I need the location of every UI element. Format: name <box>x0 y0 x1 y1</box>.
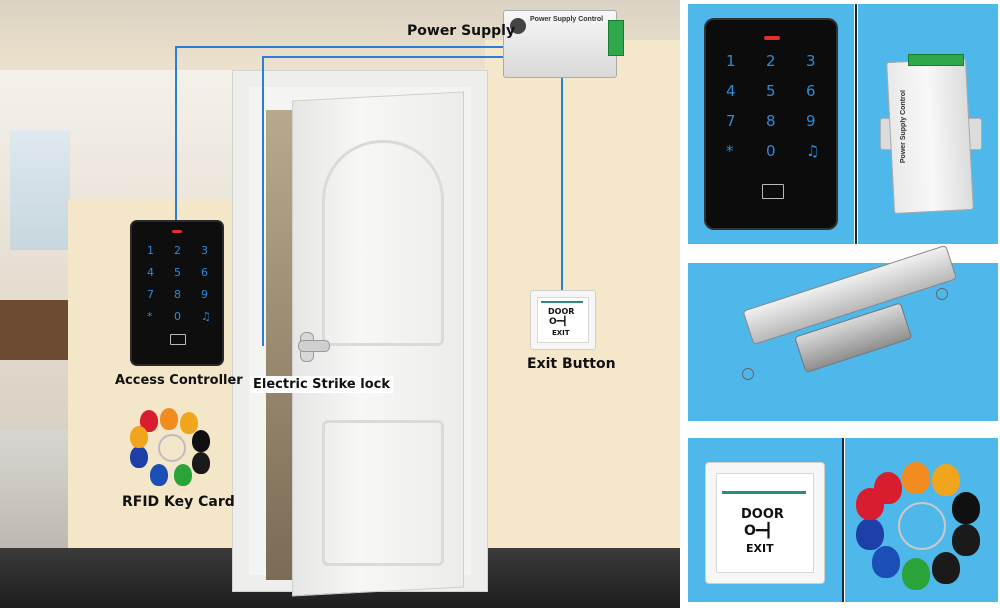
keypad-key: 5 <box>766 82 776 100</box>
rfid-fob <box>952 524 980 556</box>
keypad-key: 6 <box>201 266 208 279</box>
rfid-fob <box>932 552 960 584</box>
keypad-key: 0 <box>766 142 776 160</box>
label-power-supply: Power Supply <box>407 23 516 39</box>
card-reader-icon <box>762 184 784 199</box>
label-exit-button: Exit Button <box>527 356 616 372</box>
exit-button-face <box>537 297 589 343</box>
keypad-key: 5 <box>174 266 181 279</box>
strike-screw-hole <box>742 368 754 380</box>
door-panel-top <box>322 140 444 346</box>
keypad-key: 9 <box>201 288 208 301</box>
rfid-fob <box>952 492 980 524</box>
keypad-key: 8 <box>766 112 776 130</box>
keypad-key: 4 <box>726 82 736 100</box>
keypad-key: 4 <box>147 266 154 279</box>
rfid-fob <box>180 412 198 434</box>
access-controller-keypad: 1 2 3 4 5 6 7 8 9 * 0 ♫ <box>132 222 222 364</box>
office-desk <box>0 300 80 360</box>
label-access-controller: Access Controller <box>115 373 243 388</box>
rfid-fob <box>932 464 960 496</box>
wire-psu-top <box>175 46 505 48</box>
office-window <box>10 130 70 250</box>
keypad-product-photo: 1 2 3 4 5 6 7 8 9 * 0 ♫ <box>706 20 836 228</box>
exit-button-indicator <box>722 491 806 494</box>
wire-exit-drop <box>561 76 563 290</box>
keypad-key: 6 <box>806 82 816 100</box>
keypad-key: ♫ <box>201 310 211 323</box>
rfid-fob <box>140 410 158 432</box>
door-handle <box>298 340 330 352</box>
label-rfid-key-card: RFID Key Card <box>122 494 235 510</box>
rfid-fob <box>160 408 178 430</box>
exit-plate-door-text: DOOR <box>741 507 784 522</box>
rfid-fob-cluster <box>126 408 214 488</box>
rfid-fob <box>902 462 930 494</box>
panel-divider <box>842 438 844 602</box>
rfid-fob <box>174 464 192 486</box>
keypad-key: * <box>147 310 153 323</box>
keypad-key: 8 <box>174 288 181 301</box>
label-electric-strike-lock: Electric Strike lock <box>250 376 393 393</box>
keypad-key: 2 <box>766 52 776 70</box>
exit-plate-exit-text: EXIT <box>746 542 774 555</box>
keypad-key: 1 <box>726 52 736 70</box>
exit-plate-exit-text: EXIT <box>552 329 570 337</box>
keyring <box>898 502 946 550</box>
rfid-fob <box>192 430 210 452</box>
wire-lock-top <box>262 56 505 58</box>
psu-logo <box>510 18 526 34</box>
rfid-fob-cluster <box>852 458 990 596</box>
psu-title: Power Supply Control <box>900 90 907 164</box>
strike-screw-hole <box>936 288 948 300</box>
rfid-fob <box>130 426 148 448</box>
psu-terminal-block <box>908 54 964 66</box>
rfid-fob <box>856 518 884 550</box>
keypad-key: 9 <box>806 112 816 130</box>
psu-title: Power Supply Control <box>530 16 604 23</box>
keypad-key: 1 <box>147 244 154 257</box>
rfid-fob <box>902 558 930 590</box>
keyring <box>158 434 186 462</box>
rfid-fob <box>856 488 884 520</box>
wire-lock-drop <box>262 56 264 346</box>
keypad-key: * <box>726 142 734 160</box>
panel-divider <box>855 4 857 244</box>
psu-terminal-block <box>608 20 624 56</box>
rfid-fob <box>872 546 900 578</box>
keypad-key: 0 <box>174 310 181 323</box>
keypad-key: 3 <box>806 52 816 70</box>
keypad-led <box>764 36 780 40</box>
rfid-fob <box>192 452 210 474</box>
keypad-led <box>172 230 182 233</box>
keypad-key: 3 <box>201 244 208 257</box>
keypad-key: 7 <box>147 288 154 301</box>
exit-plate-key-glyph: O━┫ <box>549 317 568 327</box>
keypad-key: 2 <box>174 244 181 257</box>
exit-button-face <box>716 473 814 573</box>
wire-controller-drop <box>175 46 177 224</box>
exit-plate-key-glyph: O━┫ <box>744 523 773 539</box>
exit-button-indicator <box>541 301 583 303</box>
door-panel-bottom <box>322 420 444 566</box>
exit-plate-door-text: DOOR <box>548 307 575 316</box>
keypad-key: ♫ <box>806 142 820 160</box>
rfid-fob <box>130 446 148 468</box>
keypad-key: 7 <box>726 112 736 130</box>
card-reader-icon <box>170 334 186 345</box>
rfid-fob <box>150 464 168 486</box>
